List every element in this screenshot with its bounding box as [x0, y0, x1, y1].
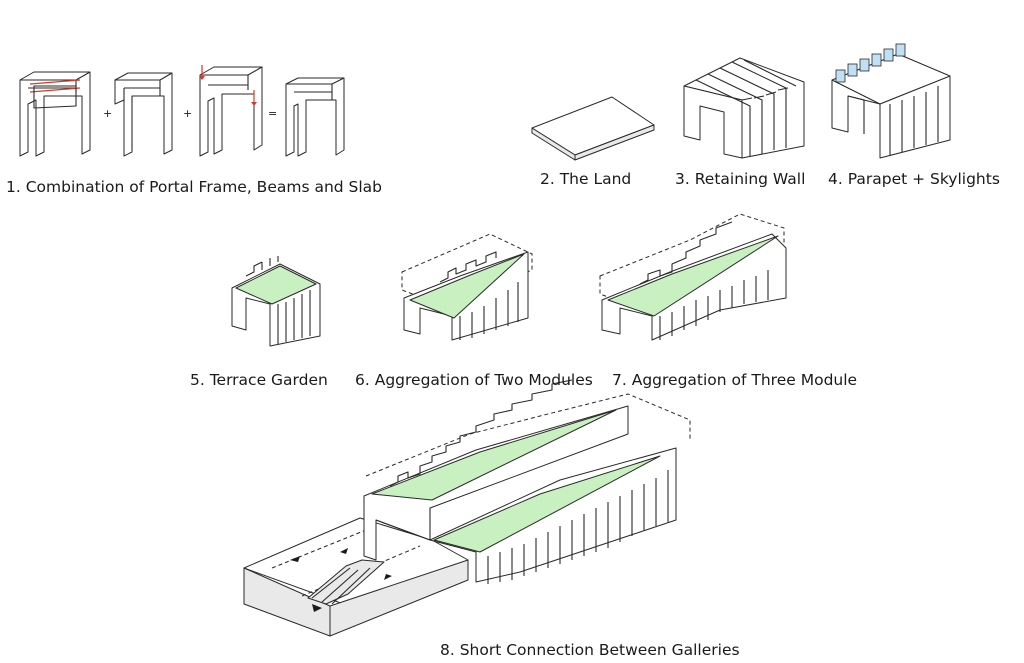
caption-step8: 8. Short Connection Between Galleries	[440, 641, 740, 659]
step8-galleries-connection-illustration	[243, 379, 691, 637]
step5-terrace-garden-illustration	[231, 256, 321, 347]
step1-module-result-illustration	[285, 77, 345, 157]
equals-operator: =	[268, 107, 277, 120]
step4-parapet-skylights-illustration	[831, 43, 951, 159]
skylight-row	[835, 43, 906, 83]
caption-step2: 2. The Land	[540, 170, 632, 188]
step3-retaining-wall-illustration	[683, 57, 805, 159]
caption-step4: 4. Parapet + Skylights	[828, 170, 1000, 188]
caption-step3: 3. Retaining Wall	[675, 170, 806, 188]
plus-operator-2: +	[183, 107, 192, 120]
step1-beams-illustration	[114, 72, 173, 157]
caption-step1: 1. Combination of Portal Frame, Beams an…	[6, 178, 383, 196]
caption-step6: 6. Aggregation of Two Modules	[355, 371, 593, 389]
caption-step5: 5. Terrace Garden	[190, 371, 328, 389]
step7-three-modules-illustration	[599, 213, 787, 341]
step6-two-modules-illustration	[401, 233, 533, 341]
step1-slab-illustration	[199, 65, 263, 157]
caption-step7: 7. Aggregation of Three Module	[612, 371, 858, 389]
step2-land-illustration	[531, 96, 655, 161]
plus-operator-1: +	[103, 107, 112, 120]
step1-portal-frame-illustration	[19, 71, 91, 157]
